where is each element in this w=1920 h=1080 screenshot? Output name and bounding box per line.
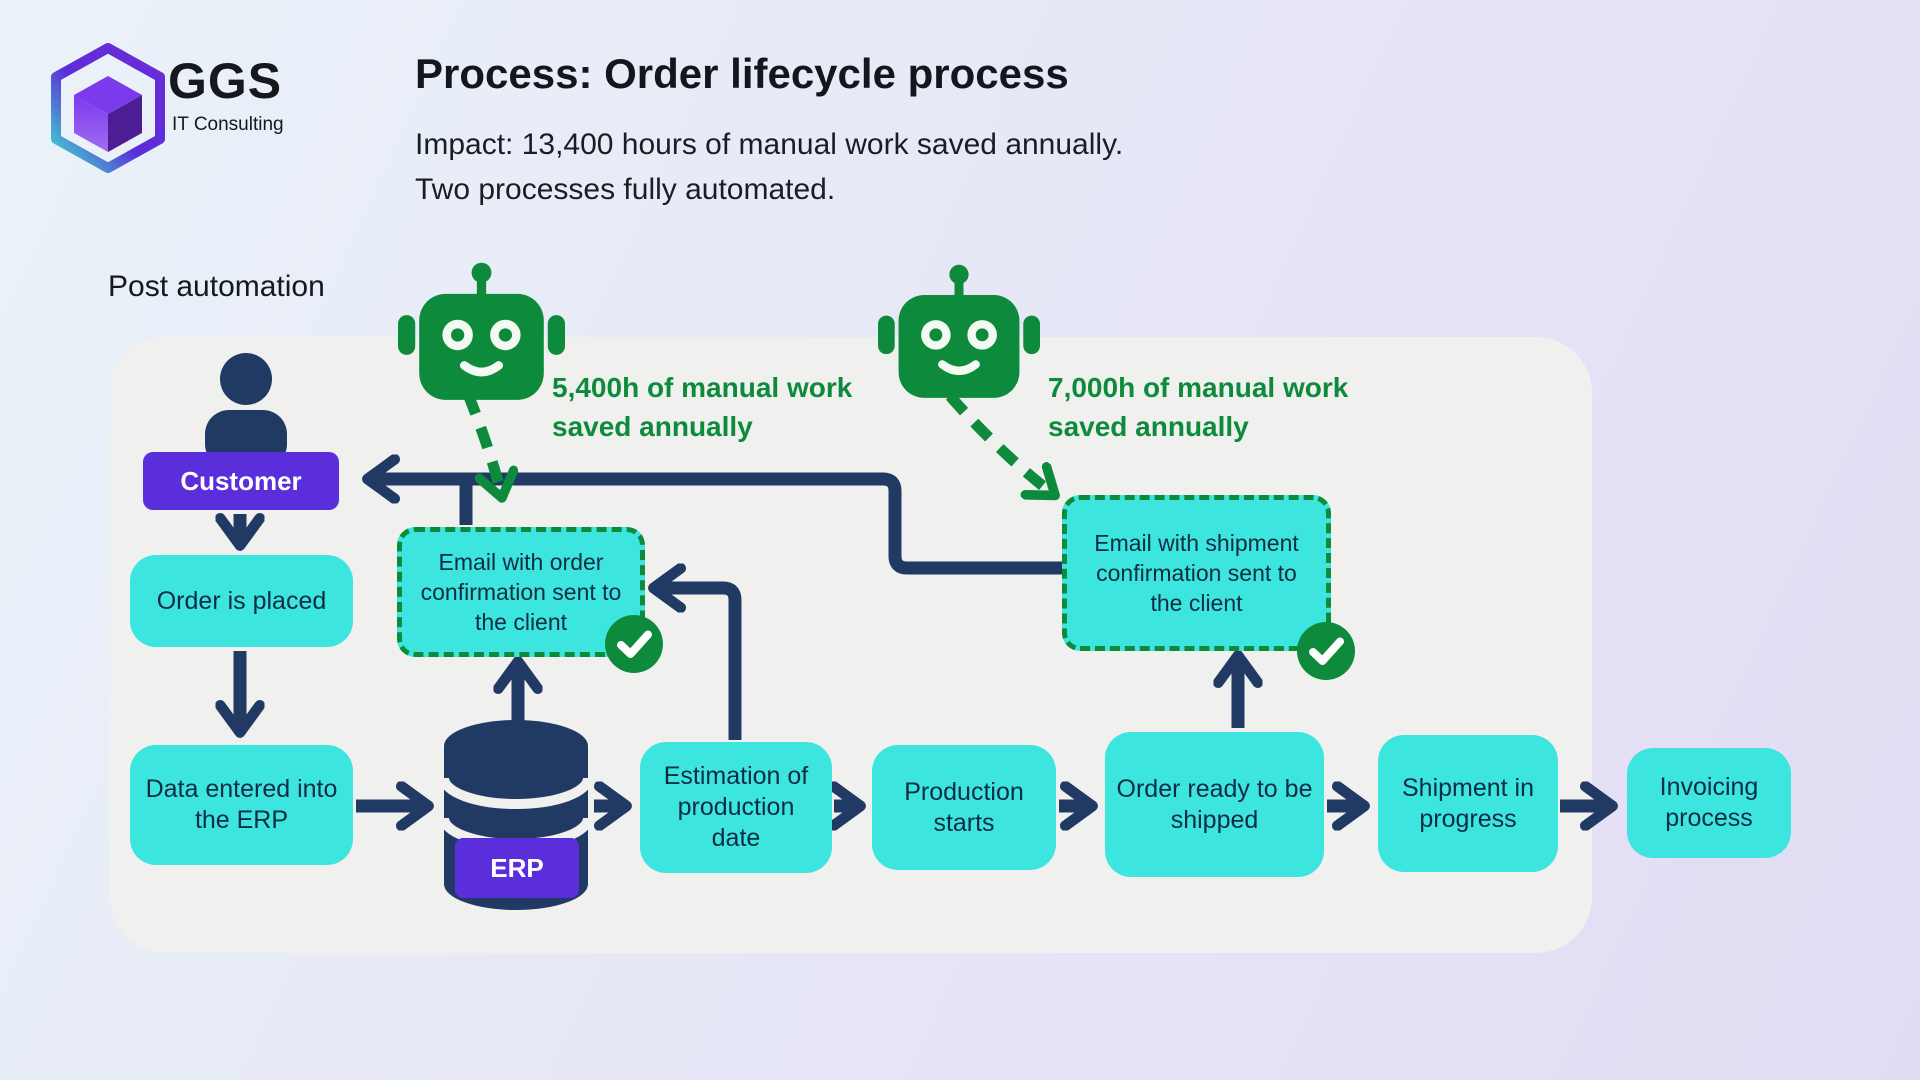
brand-tagline: IT Consulting [172,114,284,135]
step-invoicing-process: Invoicing process [1627,748,1791,858]
step-label: Email with order confirmation sent to th… [420,549,622,635]
step-label: Invoicing process [1659,773,1759,832]
impact-text: Impact: 13,400 hours of manual work save… [415,128,1124,206]
erp-label-text: ERP [490,852,544,883]
brand-name: GGS [168,53,283,109]
hexagon-cube-logo-icon [51,43,165,173]
robot-icon [398,262,565,400]
customer-label: Customer [180,465,302,496]
step-label: Estimation of production date [663,762,809,852]
step-estimation: Estimation of production date [640,742,832,873]
erp-label: ERP [455,838,579,898]
step-label: Data entered into the ERP [145,775,338,834]
step-label: Production starts [904,777,1024,837]
savings-label-shipment: 7,000h of manual work saved annually [1048,372,1349,442]
check-circle-icon [605,615,663,673]
automated-step-email-shipment-confirmation: Email with shipment confirmation sent to… [1062,495,1331,651]
step-shipment-in-progress: Shipment in progress [1378,735,1558,872]
section-label: Post automation [108,270,325,303]
step-label: Order ready to be shipped [1116,774,1313,834]
step-label: Email with shipment confirmation sent to… [1094,530,1299,616]
savings-label-order: 5,400h of manual work saved annually [552,372,853,442]
step-order-ready: Order ready to be shipped [1105,732,1324,877]
customer-box: Customer [143,452,339,510]
step-label: Order is placed [156,586,327,615]
step-data-entered: Data entered into the ERP [130,745,353,865]
person-icon [205,353,287,458]
robot-icon [878,264,1040,398]
check-circle-icon [1297,622,1355,680]
step-production-starts: Production starts [872,745,1056,870]
step-label: Shipment in progress [1401,773,1535,833]
page-title: Process: Order lifecycle process [415,50,1069,97]
step-order-placed: Order is placed [130,555,353,647]
